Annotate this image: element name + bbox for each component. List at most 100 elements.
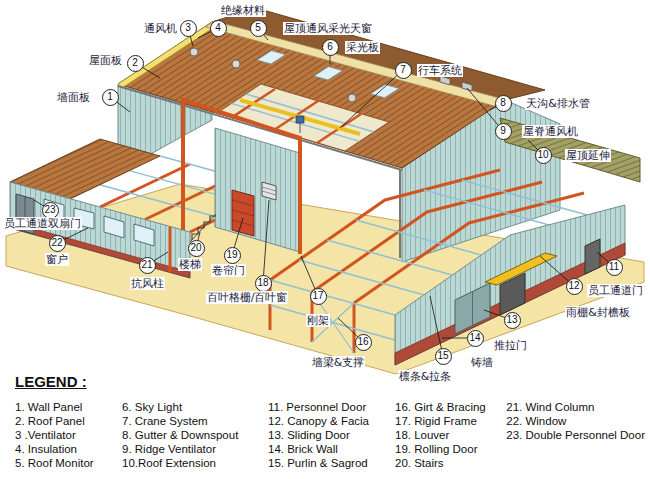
legend-entry: 1. Wall Panel [15,400,82,414]
roof-extension [500,118,640,182]
door-slat [232,210,254,216]
ventilator [190,48,198,56]
part-label: 采光板 [345,41,380,54]
ridge-ventilator [440,76,450,85]
callout-number: 18 [257,278,268,288]
callout-circle: 3通风机 [180,20,197,37]
ridge-ventilator [462,82,472,91]
callout-circle: 22窗户 [49,235,66,252]
legend-entry: 6. Sky Light [122,400,182,414]
ventilator [348,94,356,102]
rigid-frame [183,100,300,254]
legend-entry: 10.Roof Extension [122,456,216,470]
louver-blade [262,191,276,195]
part-label: 员工通道门 [587,284,644,297]
callout-number: 15 [437,351,448,361]
wind-column [169,227,172,272]
callout-circle: 12雨棚&封檐板 [566,278,583,295]
callout-circle: 11员工通道门 [606,259,623,276]
callout-number: 23 [44,205,55,215]
part-label: 雨棚&封檐板 [565,306,631,319]
leader-line [430,296,443,356]
callout-circle: 5屋顶通风采光天窗 [250,20,267,37]
ventilator [232,60,240,68]
legend-entry: 16. Girt & Bracing [395,400,486,414]
part-label: 檩条&拉条 [398,370,453,383]
callout-number: 16 [357,337,368,347]
part-label: 墙梁&支撑 [311,356,366,369]
part-label: 刚架 [306,314,330,327]
leader-line [340,70,403,128]
downspout [399,170,401,258]
callout-number: 7 [400,65,406,75]
part-label: 墙面板 [56,91,91,104]
callout-number: 17 [312,291,323,301]
callout-number: 8 [500,98,506,108]
callout-circle: 8天沟&排水管 [495,95,512,112]
callout-circle: 18百叶格栅/百叶窗 [255,275,272,292]
callout-circle: 20楼梯 [188,240,205,257]
callout-number: 10 [537,150,548,160]
canopy [485,253,557,285]
callout-number: 5 [255,23,261,33]
callout-number: 4 [215,23,221,33]
callout-circle: 9屋脊通风机 [495,123,512,140]
callout-number: 6 [327,42,333,52]
legend-entry: 5. Roof Monitor [15,456,94,470]
callout-circle: 16墙梁&支撑 [355,334,372,351]
legend-entry: 19. Rolling Door [395,442,477,456]
crane-hook [300,123,301,133]
part-label: 屋顶延伸 [565,149,611,162]
legend-entry: 23. Double Personnel Door [506,428,645,442]
legend-entry: 11. Personnel Door [268,400,366,414]
legend-entry: 13. Sliding Door [268,428,350,442]
skylight [314,67,343,80]
legend-entry: 2. Roof Panel [15,414,85,428]
legend-entry: 3 .Ventilator [15,428,76,442]
purlin [327,240,452,275]
part-label: 屋脊通风机 [522,125,579,138]
sliding-door [455,283,490,334]
legend-entry: 20. Stairs [395,456,444,470]
callout-circle: 17刚架 [310,288,327,305]
crane-beam [240,100,360,134]
window [104,216,124,238]
callout-circle: 14铸墙 [467,330,484,347]
part-label: 抗风柱 [130,277,165,290]
door-slat [232,220,254,226]
callout-number: 21 [141,260,152,270]
callout-number: 13 [506,315,517,325]
door-joint [472,292,473,326]
legend-entry: 9. Ridge Ventilator [122,442,216,456]
callout-circle: 6采光板 [322,39,339,56]
roof-panel [118,22,505,168]
purlin [356,220,481,255]
callout-number: 20 [190,243,201,253]
legend-entry: 15. Purlin & Sagrod [268,456,368,470]
legend-entry: 18. Louver [395,428,449,442]
callout-number: 3 [185,23,191,33]
callout-number: 19 [226,250,237,260]
stair-stringer [190,214,216,242]
louver-blade [262,187,276,191]
insulation [118,22,216,88]
part-label: 行车系统 [417,64,463,77]
callout-circle: 2屋面板 [127,55,144,72]
part-label: 天沟&排水管 [525,97,591,110]
callout-circle: 21抗风柱 [139,257,156,274]
purlin [462,180,587,215]
crane-hoist [296,116,304,123]
window [134,224,154,246]
legend-entry: 8. Gutter & Downspout [122,428,238,442]
callout-circle: 7行车系统 [395,62,412,79]
legend-entry: 12. Canopy & Facia [268,414,369,428]
leader-lines [34,28,614,356]
callout-number: 22 [51,238,62,248]
callout-circle: 13推拉门 [504,312,521,329]
legend-entry: 22. Window [506,414,566,428]
part-label: 窗户 [45,253,69,266]
skylight [257,51,286,64]
callout-number: 9 [500,126,506,136]
leader-line [263,200,269,283]
